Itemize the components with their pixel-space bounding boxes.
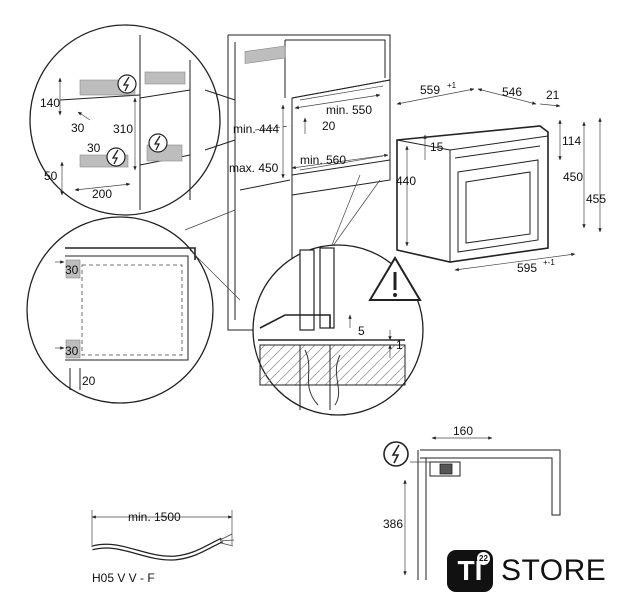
detail-top-310: 310 bbox=[113, 122, 133, 136]
cabinet-min-width: min. 560 bbox=[300, 153, 346, 167]
cable-drawing: min. 1500 H05 V V - F bbox=[91, 510, 235, 585]
logo-mark: TI 22 bbox=[447, 550, 493, 592]
detail-top-30a: 30 bbox=[71, 121, 85, 135]
detail-top-50: 50 bbox=[44, 169, 58, 183]
oven-width-tol: +-1 bbox=[543, 258, 555, 267]
cabinet-max-height: max. 450 bbox=[229, 161, 279, 175]
detail-top-200: 200 bbox=[92, 187, 112, 201]
detail-vent-circle: 5 1 bbox=[252, 244, 424, 416]
detail-left-20: 20 bbox=[82, 374, 96, 388]
oven-depth-inner: 546 bbox=[502, 85, 522, 99]
electric-hazard-icon bbox=[117, 74, 137, 94]
socket-side-view: 160 386 bbox=[383, 424, 561, 580]
oven-width: 595 bbox=[517, 261, 537, 275]
cabinet-gap: 20 bbox=[322, 119, 336, 133]
detail-socket-circle: 140 30 310 30 50 200 bbox=[29, 24, 236, 216]
oven-top-gap: 15 bbox=[430, 140, 444, 154]
detail-top-30b: 30 bbox=[87, 141, 101, 155]
detail-side-circle: 30 30 20 bbox=[26, 216, 214, 404]
electric-hazard-icon bbox=[383, 441, 409, 467]
oven-height-front: 114 bbox=[562, 134, 581, 148]
cabinet-dimensions: min. 550 20 min. 444 max. 450 min. 560 bbox=[229, 93, 389, 179]
oven-height-side: 440 bbox=[396, 174, 416, 188]
store-logo: TI 22 STORE bbox=[447, 547, 623, 595]
cable-length: min. 1500 bbox=[128, 510, 181, 524]
logo-word: STORE bbox=[501, 554, 607, 587]
oven-height-body: 450 bbox=[563, 170, 583, 184]
oven-depth-tol: +1 bbox=[447, 81, 457, 90]
oven-drawing bbox=[396, 125, 549, 263]
socket-view-386: 386 bbox=[383, 517, 403, 531]
cable-type: H05 V V - F bbox=[92, 571, 155, 585]
detail-left-30a: 30 bbox=[65, 263, 79, 277]
cabinet-min-depth: min. 550 bbox=[326, 103, 372, 117]
oven-dimensions: 559 +1 546 21 15 440 114 450 455 595 +-1 bbox=[396, 81, 606, 275]
detail-bottom-5: 5 bbox=[358, 324, 365, 338]
oven-front: 21 bbox=[546, 88, 560, 102]
logo-mark-sup: 22 bbox=[477, 552, 490, 565]
socket-view-160: 160 bbox=[453, 424, 473, 438]
detail-top-140: 140 bbox=[40, 96, 60, 110]
oven-depth: 559 bbox=[420, 83, 440, 97]
electric-hazard-icon bbox=[106, 147, 126, 167]
oven-height-total: 455 bbox=[586, 192, 606, 206]
cabinet-min-height: min. 444 bbox=[233, 122, 279, 136]
detail-bottom-1: 1 bbox=[396, 338, 403, 352]
detail-left-30b: 30 bbox=[65, 344, 79, 358]
electric-hazard-icon bbox=[148, 133, 168, 153]
warning-triangle-icon bbox=[368, 256, 422, 301]
